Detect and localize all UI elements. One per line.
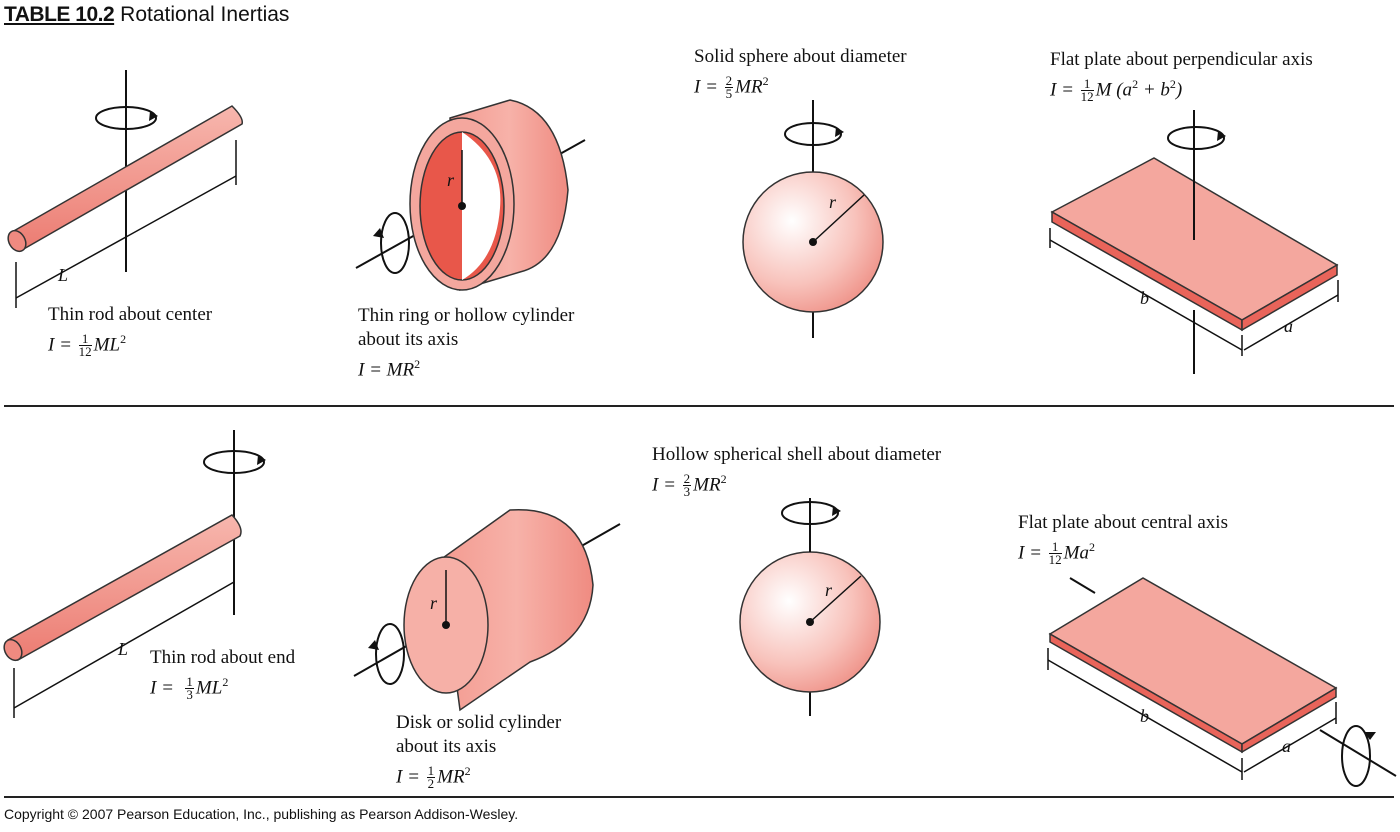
rotation-arrow-icon <box>203 450 265 474</box>
row-divider <box>4 405 1394 407</box>
caption-text: about its axis <box>358 329 459 350</box>
rotation-arrow-icon <box>375 623 405 685</box>
caption-text: about its axis <box>396 736 497 757</box>
radius-label: r <box>825 580 833 600</box>
rotation-arrow-icon <box>380 212 410 274</box>
thin-rod-end-figure: L <box>3 430 266 718</box>
length-label: L <box>57 265 68 285</box>
radius-label: r <box>829 192 837 212</box>
caption-text: Flat plate about central axis <box>1018 512 1228 533</box>
rotation-arrow-icon <box>784 122 842 146</box>
caption-text: Thin rod about end <box>150 647 296 668</box>
rotation-arrow-icon <box>1167 126 1225 150</box>
caption-text: Hollow spherical shell about diameter <box>652 444 942 465</box>
table-number: TABLE 10.2 <box>4 3 115 26</box>
caption-flat-plate-perpendicular: Flat plate about perpendicular axis I = … <box>1050 48 1313 103</box>
caption-text: Solid sphere about diameter <box>694 46 907 67</box>
solid-sphere-figure: r <box>742 100 884 338</box>
rotation-arrow-icon <box>781 501 839 525</box>
plate-a-label: a <box>1282 736 1291 756</box>
formula: I = MR2 <box>358 357 421 381</box>
caption-text: Thin rod about center <box>48 304 213 325</box>
plate-a-label: a <box>1284 316 1293 336</box>
copyright-notice: Copyright © 2007 Pearson Education, Inc.… <box>4 806 519 822</box>
caption-solid-cylinder: Disk or solid cylinder about its axis I … <box>396 711 561 790</box>
thin-rod-center-figure: L <box>7 70 244 308</box>
caption-thin-ring: Thin ring or hollow cylinder about its a… <box>358 304 574 382</box>
rotation-arrow-icon <box>95 106 157 130</box>
rotation-arrow-icon <box>1341 725 1371 787</box>
flat-plate-central-figure: b a <box>1047 577 1397 787</box>
caption-text: Disk or solid cylinder <box>396 712 562 733</box>
length-label: L <box>117 639 128 659</box>
radius-label: r <box>447 170 455 190</box>
table-title: Rotational Inertias <box>120 3 290 26</box>
thin-ring-figure: r <box>355 99 586 291</box>
caption-text: Flat plate about perpendicular axis <box>1050 49 1313 70</box>
flat-plate-perpendicular-figure: b a <box>1049 110 1339 374</box>
caption-text: Thin ring or hollow cylinder <box>358 305 575 326</box>
solid-cylinder-figure: r <box>353 509 621 712</box>
caption-hollow-sphere: Hollow spherical shell about diameter I … <box>652 443 941 498</box>
radius-label: r <box>430 593 438 613</box>
hollow-sphere-figure: r <box>739 498 881 716</box>
footer-divider <box>4 796 1394 798</box>
plate-b-label: b <box>1140 288 1149 308</box>
plate-b-label: b <box>1140 706 1149 726</box>
